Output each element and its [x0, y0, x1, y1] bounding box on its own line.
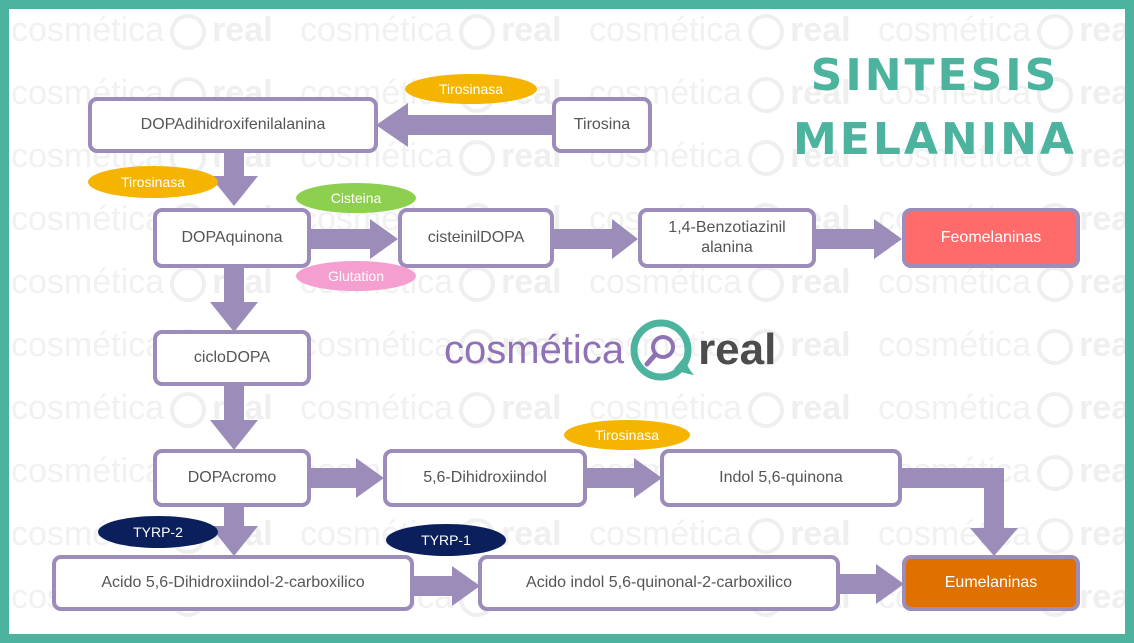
- arrow-dopaquinona-to-ciclodopa: [210, 266, 258, 332]
- node-acido-quinonal: Acido indol 5,6-quinonal-2-carboxilico: [478, 555, 840, 611]
- enzyme-tyrp1: TYRP-1: [386, 524, 506, 556]
- node-dopaquinona: DOPAquinona: [153, 208, 311, 268]
- magnifier-logo-icon: [630, 319, 695, 381]
- brand-logo: cosmética real: [444, 318, 776, 382]
- node-acido-carboxilico: Acido 5,6-Dihidroxiindol-2-carboxilico: [52, 555, 414, 611]
- enzyme-glutation: Glutation: [296, 261, 416, 291]
- arrow-cisteinildopa-to-benzotiazinil: [553, 219, 638, 259]
- node-feomelaninas: Feomelaninas: [902, 208, 1080, 268]
- logo-text: cosmética: [444, 327, 625, 372]
- arrow-quinonal-to-eumelaninas: [838, 564, 904, 604]
- enzyme-tirosinasa-3: Tirosinasa: [564, 420, 690, 450]
- node-benzotiazinil-line1: 1,4-Benzotiazinil: [668, 219, 786, 236]
- logo-brand: real: [698, 325, 777, 374]
- node-dopa: DOPAdihidroxifenilalanina: [88, 97, 378, 153]
- node-dopacromo: DOPAcromo: [153, 449, 311, 507]
- node-tirosina: Tirosina: [552, 97, 652, 153]
- arrow-benzotiazinil-to-feomelaninas: [816, 219, 902, 259]
- title-line-2: MELANINA: [792, 114, 1077, 165]
- arrow-tirosina-to-dopa: [376, 103, 552, 147]
- node-dihidroxiindol: 5,6-Dihidroxiindol: [383, 449, 587, 507]
- arrow-dopa-to-dopaquinona: [210, 152, 258, 206]
- node-ciclodopa: cicloDOPA: [153, 330, 311, 386]
- arrow-carboxilico-to-quinonal: [412, 566, 480, 606]
- enzyme-tyrp2: TYRP-2: [98, 516, 218, 548]
- node-cisteinildopa: cisteinilDOPA: [398, 208, 554, 268]
- enzyme-tirosinasa-1: Tirosinasa: [405, 74, 537, 104]
- enzyme-cisteina: Cisteina: [296, 183, 416, 213]
- enzyme-tirosinasa-2: Tirosinasa: [88, 166, 218, 198]
- title-line-1: SINTESIS: [810, 50, 1060, 101]
- arrow-ciclodopa-to-dopacromo: [210, 384, 258, 450]
- arrow-indolquinona-to-eumelaninas: [900, 468, 1018, 556]
- arrow-dopaquinona-to-cisteinildopa: [310, 219, 398, 259]
- arrow-dopacromo-to-acido-carboxilico: [210, 504, 258, 556]
- node-benzotiazinil-line2: alanina: [701, 239, 753, 256]
- node-eumelaninas: Eumelaninas: [902, 555, 1080, 611]
- node-indolquinona: Indol 5,6-quinona: [660, 449, 902, 507]
- arrow-dopacromo-to-dihidroxiindol: [310, 458, 384, 498]
- arrow-dihidroxiindol-to-indolquinona: [586, 458, 662, 498]
- diagram-title: SINTESIS MELANINA: [790, 44, 1080, 172]
- node-benzotiazinil: 1,4-Benzotiazinil alanina: [638, 208, 816, 268]
